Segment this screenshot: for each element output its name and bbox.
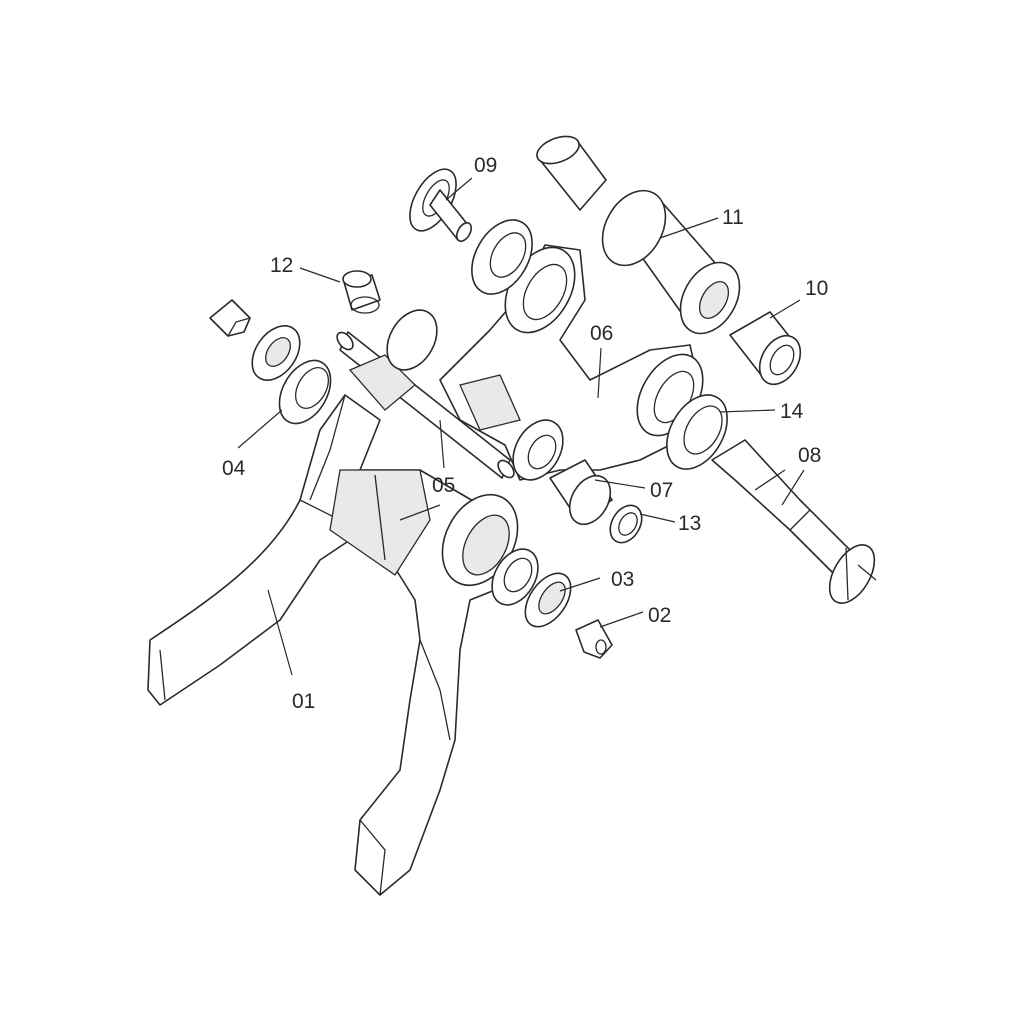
part-washer-left xyxy=(251,325,301,381)
callout-02: 02 xyxy=(648,604,671,627)
part-top-bushing xyxy=(536,135,607,211)
part-14-bushing xyxy=(666,394,728,470)
callout-08: 08 xyxy=(798,444,821,467)
leader-03 xyxy=(559,577,601,592)
leader-04 xyxy=(237,409,283,449)
callout-12: 12 xyxy=(270,254,293,277)
part-03-washer xyxy=(524,572,572,628)
leader-lines xyxy=(237,177,805,676)
part-screw-left xyxy=(209,299,251,337)
callout-05: 05 xyxy=(432,474,455,497)
leader-14 xyxy=(719,409,776,413)
callout-10: 10 xyxy=(805,277,828,300)
leader-06 xyxy=(597,347,602,399)
part-cam-block xyxy=(348,309,438,411)
part-bushing-front xyxy=(491,548,539,606)
part-09-bolt xyxy=(409,168,473,242)
part-bushing-upper xyxy=(471,219,533,295)
callout-07: 07 xyxy=(650,479,673,502)
part-08-axle-bolt xyxy=(711,439,877,604)
leader-02 xyxy=(599,611,644,628)
callout-01: 01 xyxy=(292,690,315,713)
callout-11: 11 xyxy=(722,206,744,229)
part-10-bushing xyxy=(729,311,802,386)
leader-09 xyxy=(445,177,473,201)
part-07-bushing xyxy=(549,459,613,526)
callout-04: 04 xyxy=(222,457,246,480)
part-12-bushing xyxy=(342,270,381,314)
leader-13 xyxy=(639,513,676,523)
callout-13: 13 xyxy=(678,512,701,535)
leader-11 xyxy=(659,217,719,239)
callout-14: 14 xyxy=(780,400,804,423)
leader-08 xyxy=(781,469,805,506)
callout-09: 09 xyxy=(474,154,497,177)
part-13-ring xyxy=(609,504,643,544)
leader-07 xyxy=(594,479,646,489)
leader-12 xyxy=(299,267,341,283)
leader-05 xyxy=(439,419,445,469)
part-04-bushing xyxy=(278,359,332,425)
part-02-screw xyxy=(575,619,613,659)
callout-06: 06 xyxy=(590,322,613,345)
leader-10 xyxy=(769,299,801,319)
part-11-sleeve xyxy=(601,189,741,335)
callout-03: 03 xyxy=(611,568,634,591)
part-06-linkage xyxy=(439,244,704,481)
leader-01 xyxy=(267,589,293,676)
part-01-lever-body xyxy=(147,394,519,896)
